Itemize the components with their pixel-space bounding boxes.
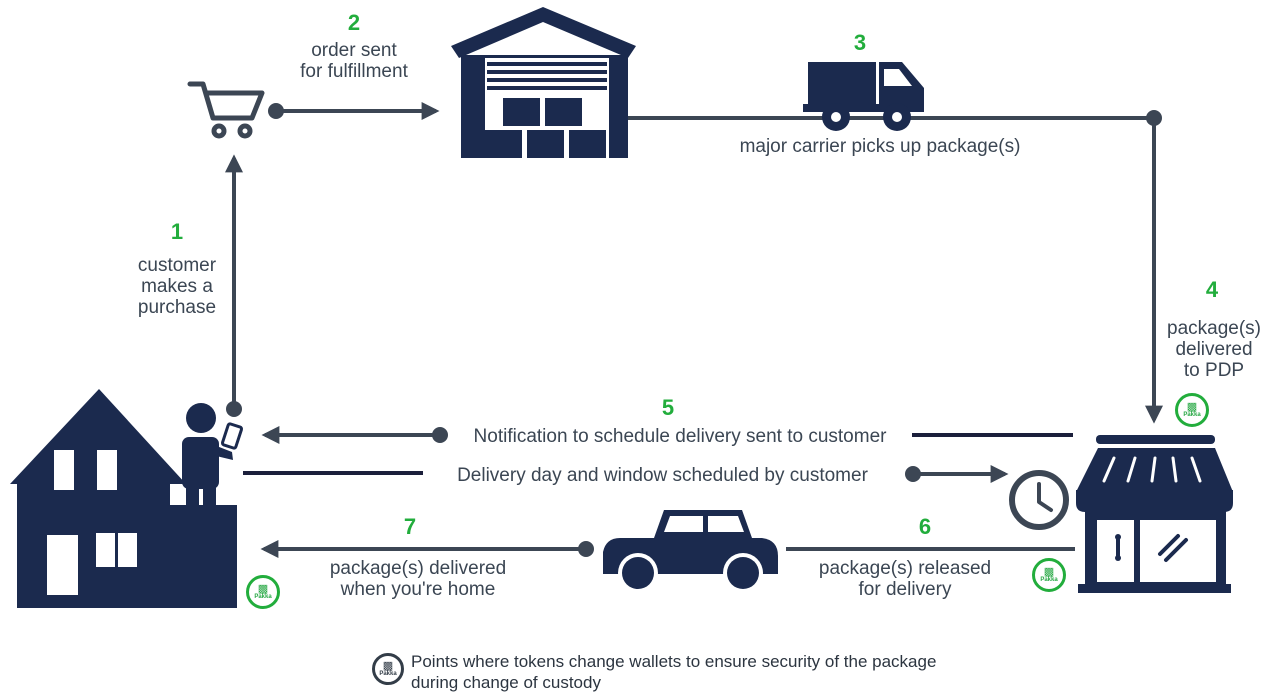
pakka-token-icon: ▩Pakka <box>1175 393 1209 427</box>
pakka-token-icon: ▩Pakka <box>246 575 280 609</box>
shopping-cart-icon <box>187 81 265 139</box>
step-number-2: 2 <box>347 10 361 35</box>
step-number-4: 4 <box>1205 277 1219 302</box>
step-number-1: 1 <box>170 219 184 244</box>
step-label-5: Notification to schedule delivery sent t… <box>473 426 887 447</box>
clock-icon <box>1009 470 1069 530</box>
storefront-icon <box>1076 435 1233 593</box>
house-icon <box>10 389 237 608</box>
connector-cart-to-warehouse <box>268 102 440 120</box>
warehouse-icon <box>451 7 636 158</box>
car-icon <box>603 510 778 593</box>
legend-text: Points where tokens change wallets to en… <box>411 652 937 692</box>
connector-car-to-home <box>260 540 594 558</box>
step-number-3: 3 <box>853 30 867 55</box>
step-number-6: 6 <box>918 514 932 539</box>
scheduled-label: Delivery day and window scheduled by cus… <box>457 465 868 486</box>
connector-warehouse-to-pdp <box>628 110 1163 424</box>
pakka-token-icon: ▩Pakka <box>1032 558 1066 592</box>
connector-schedule <box>243 465 1009 483</box>
step-number-7: 7 <box>403 514 417 539</box>
person-with-phone-icon <box>182 403 244 518</box>
step-label-3: major carrier picks up package(s) <box>739 136 1021 157</box>
delivery-truck-icon <box>803 62 924 131</box>
legend-pakka-token-icon: ▩Pakka <box>372 653 404 685</box>
connector-person-to-cart <box>225 154 243 417</box>
connector-notification <box>261 426 1073 444</box>
step-number-5: 5 <box>661 395 675 420</box>
